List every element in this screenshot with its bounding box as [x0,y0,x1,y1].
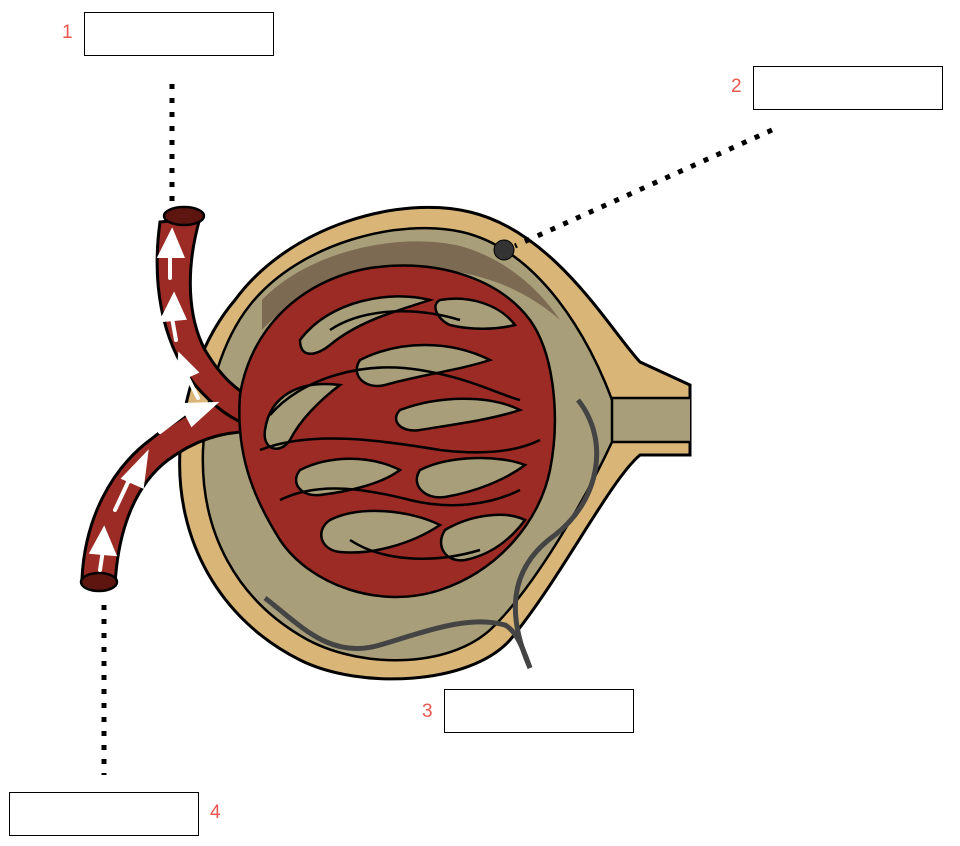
capsule-shadow [262,241,560,330]
arrow-shaft [186,376,200,400]
label-box-3[interactable] [444,689,634,733]
capillary-loop [329,310,461,332]
tubule-curve [512,398,600,670]
capillary-loop [259,437,541,454]
tuft-gap [355,343,494,388]
arrow-up-icon [175,351,200,384]
label-number-2: 2 [731,76,742,97]
glomerulus-tuft [238,264,557,599]
flow-arrows [88,227,220,572]
arrow-shaft [113,476,132,512]
leader-lines [101,84,774,775]
tuft-gap [394,397,524,432]
label-number-1: 1 [62,22,73,43]
arrow-right-icon [178,401,220,428]
arrow-up-icon [88,525,118,557]
tubule-curve [263,596,533,669]
arrow-up-icon [120,449,149,489]
arrow-shaft [158,411,187,434]
capillary-loop [349,538,481,560]
leader-dot-2 [493,239,515,261]
tuft-gap [298,295,435,355]
label-box-2[interactable] [753,66,943,110]
arrow-shaft [170,316,178,342]
arrow-up-icon [158,291,187,323]
capillary-loop [269,366,521,416]
arrow-up-icon [156,227,185,258]
leader-line-2 [513,127,774,249]
afferent-opening [79,571,119,593]
label-number-4: 4 [210,802,221,823]
tuft-gap [439,513,527,562]
efferent-opening [162,205,206,227]
label-box-4[interactable] [9,792,199,836]
tuft-gap [415,456,528,499]
label-number-3: 3 [422,701,433,722]
proximal-tubule-lumen [600,398,690,442]
tuft-gap [294,457,403,497]
capillary-loop [279,487,521,507]
label-box-1[interactable] [84,12,274,56]
